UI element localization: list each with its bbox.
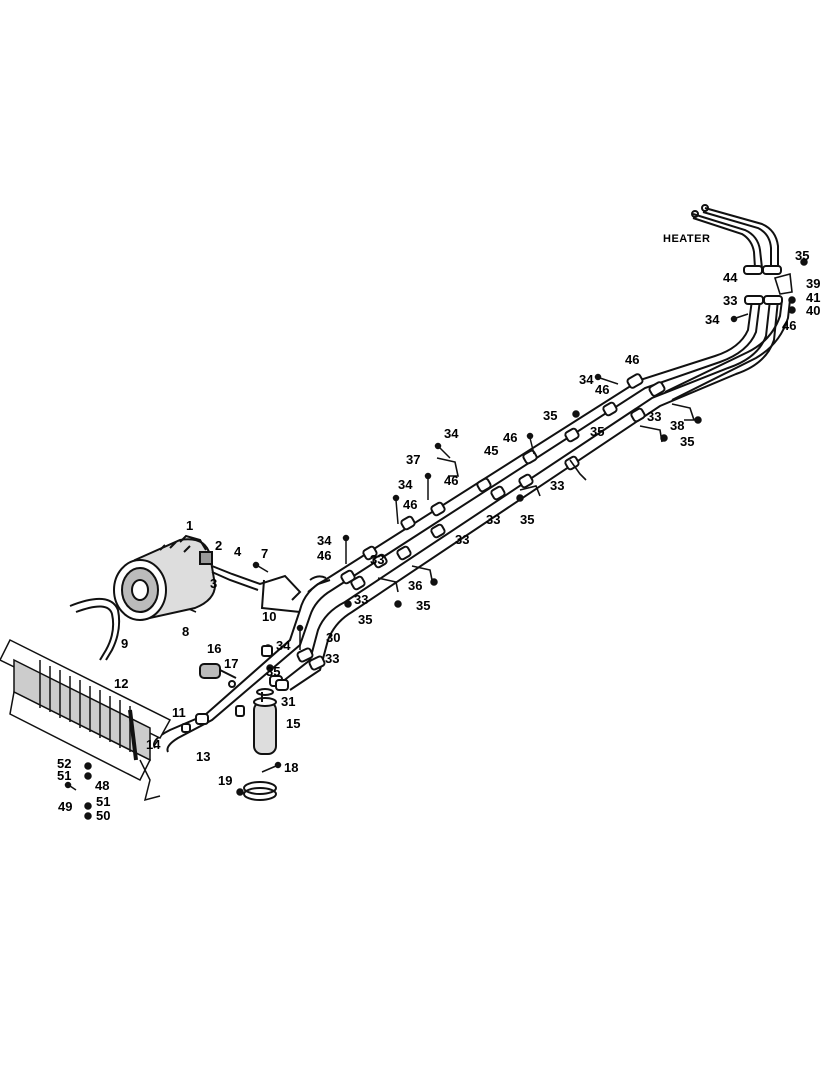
callout: 44 xyxy=(723,270,738,285)
fastener-bolts xyxy=(64,258,808,820)
callout: 33 xyxy=(486,512,500,527)
main-hose-bundle xyxy=(153,299,791,753)
line-fittings xyxy=(181,645,289,733)
callout: 33 xyxy=(370,552,384,567)
callout: 46 xyxy=(595,382,609,397)
callout: 37 xyxy=(406,452,420,467)
callout: 46 xyxy=(444,473,458,488)
callout: 48 xyxy=(95,778,109,793)
callout: 35 xyxy=(358,612,372,627)
callout: 35 xyxy=(266,664,280,679)
callout: 19 xyxy=(218,773,232,788)
compressor-line xyxy=(211,565,327,613)
mounting-brackets xyxy=(377,272,793,593)
callout: 40 xyxy=(806,303,820,318)
callout: 33 xyxy=(723,293,737,308)
callout: 35 xyxy=(543,408,557,423)
callout: 46 xyxy=(625,352,639,367)
condenser xyxy=(0,638,172,802)
callout: 10 xyxy=(262,609,276,624)
callout: 33 xyxy=(354,592,368,607)
callout: 12 xyxy=(114,676,128,691)
callout: 2 xyxy=(215,538,222,553)
callout: 14 xyxy=(146,737,161,752)
callout: 31 xyxy=(281,694,295,709)
callout: 35 xyxy=(520,512,534,527)
callout: 46 xyxy=(503,430,517,445)
callout: 46 xyxy=(317,548,331,563)
callout: 50 xyxy=(96,808,110,823)
heater-outlet-tubes xyxy=(691,204,779,270)
callout: 35 xyxy=(416,598,430,613)
callout: 35 xyxy=(590,424,604,439)
callout: 51 xyxy=(96,794,110,809)
callout-labels: 1 2 3 4 7 8 9 10 34 16 17 35 30 33 12 11… xyxy=(57,248,820,823)
callout: 33 xyxy=(647,409,661,424)
callout: 18 xyxy=(284,760,298,775)
callout: 15 xyxy=(286,716,300,731)
callout: 13 xyxy=(196,749,210,764)
callout: 30 xyxy=(326,630,340,645)
callout: 3 xyxy=(210,576,217,591)
callout: 49 xyxy=(58,799,72,814)
callout: 9 xyxy=(121,636,128,651)
callout: 17 xyxy=(224,656,238,671)
receiver-drier xyxy=(243,688,277,801)
ac-compressor xyxy=(113,534,217,621)
drive-belt xyxy=(69,598,121,661)
callout: 34 xyxy=(579,372,594,387)
callout: 34 xyxy=(398,477,413,492)
heater-label: HEATER xyxy=(663,233,710,245)
callout: 38 xyxy=(670,418,684,433)
callout: 33 xyxy=(325,651,339,666)
callout: 16 xyxy=(207,641,221,656)
callout: 11 xyxy=(172,705,186,720)
callout: 7 xyxy=(261,546,268,561)
callout: 34 xyxy=(276,638,291,653)
hose-clamps xyxy=(296,265,783,671)
callout: 45 xyxy=(484,443,498,458)
callout: 41 xyxy=(806,290,820,305)
callout: 33 xyxy=(455,532,469,547)
callout: 8 xyxy=(182,624,189,639)
pressure-switch xyxy=(199,663,237,688)
callout: 46 xyxy=(403,497,417,512)
callout: 4 xyxy=(234,544,242,559)
callout: 34 xyxy=(444,426,459,441)
callout: 52 xyxy=(57,756,71,771)
callout: 33 xyxy=(550,478,564,493)
callout: 34 xyxy=(317,533,332,548)
callout: 35 xyxy=(795,248,809,263)
callout: 36 xyxy=(408,578,422,593)
callout: 39 xyxy=(806,276,820,291)
callout: 35 xyxy=(680,434,694,449)
callout: 51 xyxy=(57,768,71,783)
callout: 1 xyxy=(186,518,193,533)
callout: 46 xyxy=(782,318,796,333)
callout: 34 xyxy=(705,312,720,327)
